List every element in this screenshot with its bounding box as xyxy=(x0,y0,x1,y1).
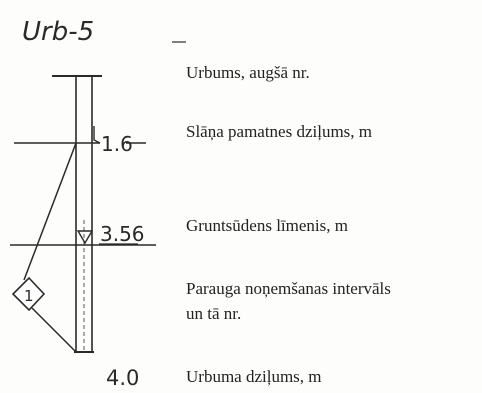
legend-borehole-top: Urbums, augšā nr. xyxy=(186,63,310,82)
layer-depth-tick xyxy=(93,126,101,144)
legend-groundwater-level: Gruntsūdens līmenis, m xyxy=(186,216,348,235)
sample-diamond-icon xyxy=(11,276,46,312)
legend-layer-base-depth: Slāņa pamatnes dziļums, m xyxy=(186,122,373,141)
layer-base-depth-value: 1.6 xyxy=(101,132,133,156)
legend-sampling-interval-line2: un tā nr. xyxy=(186,304,242,323)
legend-borehole-depth: Urbuma dziļums, m xyxy=(186,367,322,386)
groundwater-triangle-icon xyxy=(76,230,94,245)
legend-sampling-interval-line1: Parauga noņemšanas intervāls xyxy=(186,279,391,298)
sampling-interval-bottom-line xyxy=(31,307,77,353)
sample-number: 1 xyxy=(24,287,34,305)
borehole-label: Urb-5 xyxy=(22,17,94,47)
sampling-interval-top-line xyxy=(23,142,77,281)
groundwater-level-value: 3.56 xyxy=(100,222,145,246)
total-depth-value: 4.0 xyxy=(106,366,139,390)
